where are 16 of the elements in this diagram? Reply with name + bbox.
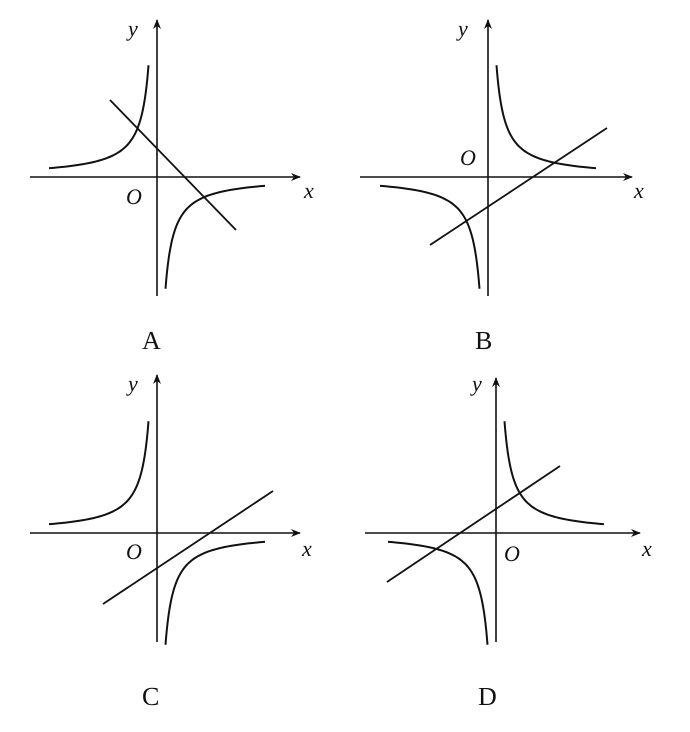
axis-label: y [128, 373, 138, 395]
origin-label: O [460, 147, 476, 169]
option-label: D [478, 684, 497, 710]
axis-label: x [642, 538, 652, 560]
axis-label: y [458, 18, 468, 40]
option-label: A [142, 328, 161, 354]
option-label: C [142, 684, 160, 710]
origin-label: O [504, 543, 520, 565]
option-label: B [475, 328, 492, 354]
axis-label: y [472, 373, 482, 395]
axis-label: y [128, 18, 138, 40]
origin-label: O [126, 186, 142, 208]
axis-label: x [302, 538, 312, 560]
axis-label: x [304, 180, 314, 202]
origin-label: O [126, 541, 142, 563]
axis-label: x [634, 180, 644, 202]
